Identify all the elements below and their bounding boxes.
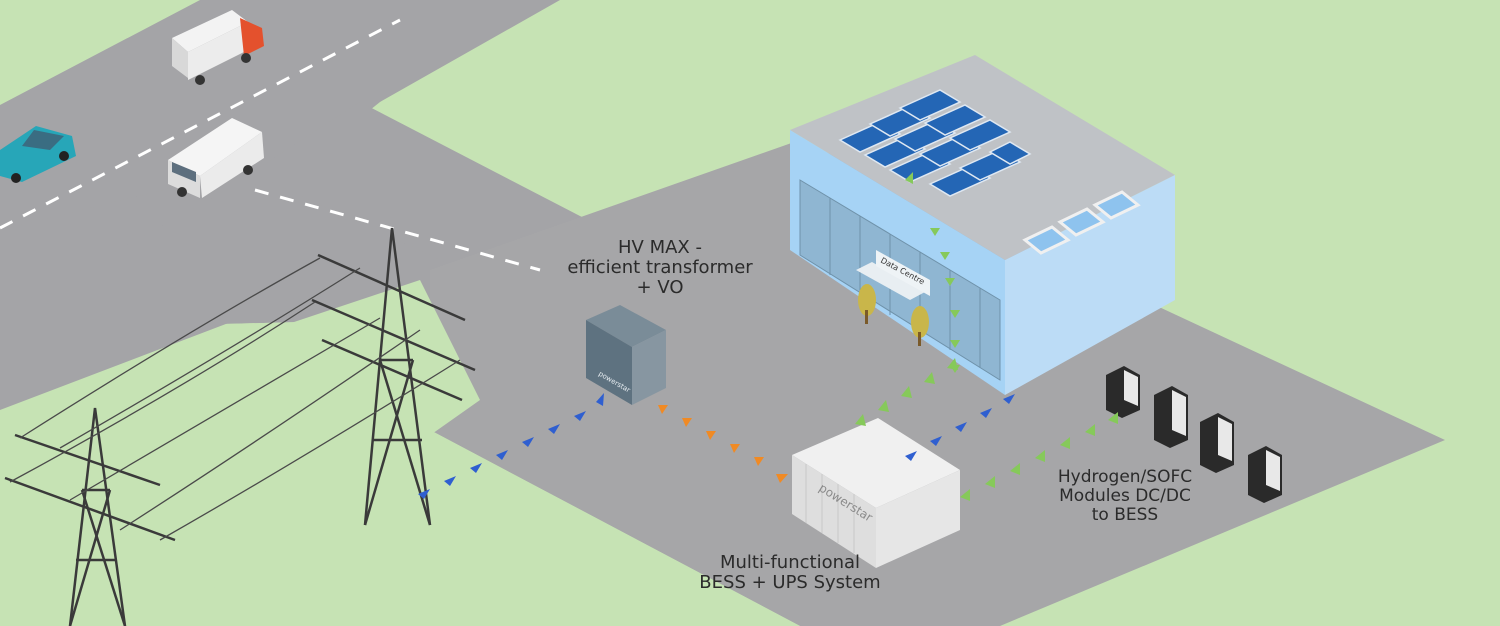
transformer-flow-arrows xyxy=(658,405,788,483)
hv-max-line-1: HV MAX - xyxy=(618,237,702,258)
green-flow-arrows xyxy=(855,172,1118,501)
van-icon xyxy=(168,118,264,198)
tree-icon xyxy=(858,284,929,346)
hydrogen-sofc-label: Hydrogen/SOFC Modules DC/DC to BESS xyxy=(1040,467,1210,526)
bess-ups-label: Multi-functional BESS + UPS System xyxy=(670,552,910,594)
truck-icon xyxy=(172,10,264,85)
grid-flow-arrows xyxy=(418,393,1015,499)
bess-line-2: BESS + UPS System xyxy=(699,572,881,594)
power-lines xyxy=(9,257,461,541)
hv-max-line-2: efficient transformer xyxy=(567,257,753,279)
site-ground xyxy=(430,140,1445,626)
hv-max-transformer-label: HV MAX - efficient transformer + VO xyxy=(545,237,775,299)
hydrogen-line-3: to BESS xyxy=(1091,505,1159,526)
bess-container-icon: powerstar xyxy=(792,418,960,568)
solar-panel-icon xyxy=(838,89,1032,197)
hydrogen-line-1: Hydrogen/SOFC xyxy=(1057,467,1193,487)
hv-max-line-3: + VO xyxy=(636,277,684,299)
hydrogen-line-2: Modules DC/DC xyxy=(1059,486,1191,507)
pylon-icon xyxy=(311,227,476,526)
transformer-icon: powerstar xyxy=(586,305,666,405)
bess-line-1: Multi-functional xyxy=(719,552,861,573)
car-icon xyxy=(0,126,76,183)
hydrogen-module-icon xyxy=(1106,366,1282,503)
